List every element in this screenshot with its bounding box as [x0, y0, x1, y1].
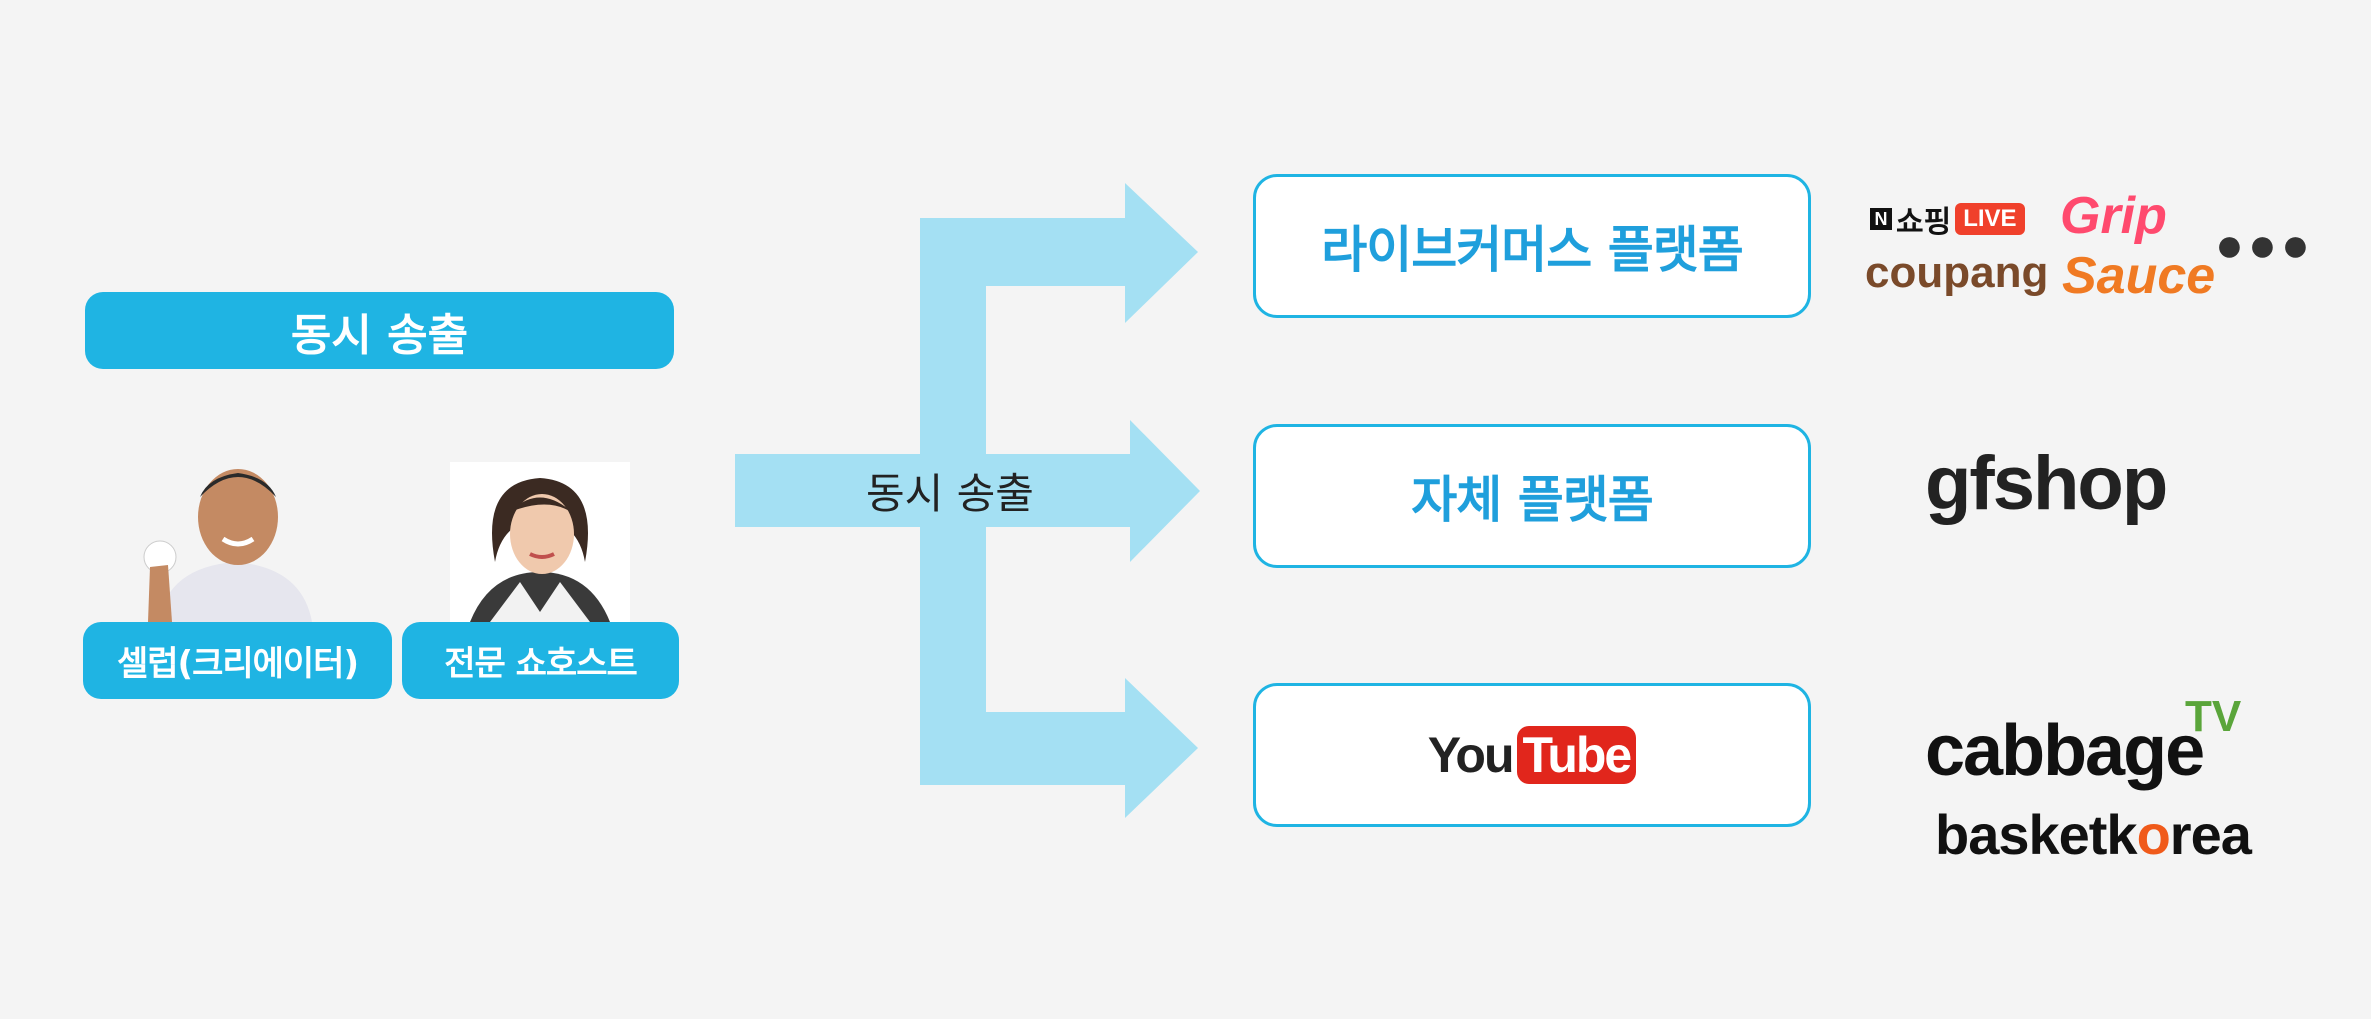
- naver-shopping-text: 쇼핑: [1896, 206, 1952, 239]
- show-host-photo: [450, 462, 630, 622]
- sauce-logo: Sauce: [2062, 247, 2216, 305]
- professional-show-host-label: 전문 쇼호스트: [402, 622, 679, 699]
- flow-label: 동시 송출: [866, 469, 1034, 518]
- own-platform-label: 자체 플랫폼: [1411, 471, 1653, 529]
- bottom-branch-shaft: [920, 712, 1130, 785]
- simultaneous-broadcast-title: 동시 송출: [85, 292, 674, 369]
- basketkorea-logo: basketkorea: [1935, 802, 2252, 867]
- cabbage-tv-badge: TV: [2185, 692, 2242, 741]
- middle-arrow-head: [1130, 420, 1200, 562]
- basket-text-post: rea: [2169, 803, 2252, 866]
- trunk-vertical: [920, 218, 986, 785]
- basket-text-pre: basketk: [1935, 803, 2138, 866]
- live-commerce-platform-box: 라이브커머스 플랫폼: [1253, 174, 1811, 318]
- grip-logo: Grip: [2060, 187, 2167, 245]
- own-platform-box: 자체 플랫폼: [1253, 424, 1811, 568]
- youtube-logo-you: You: [1427, 727, 1515, 783]
- celebrity-creator-label: 셀럽(크리에이터): [83, 622, 392, 699]
- naver-shopping-live-logo: N 쇼핑 LIVE: [1870, 197, 2025, 241]
- celebrity-photo: [128, 457, 342, 622]
- live-badge: LIVE: [1955, 203, 2025, 235]
- top-branch-shaft: [920, 218, 1130, 286]
- top-arrow-head: [1125, 183, 1198, 323]
- live-commerce-platform-label: 라이브커머스 플랫폼: [1321, 221, 1743, 279]
- coupang-logo: coupang: [1865, 248, 2049, 297]
- more-dots-icon: ●●●: [2215, 219, 2314, 272]
- basketball-icon: o: [2136, 803, 2171, 866]
- cabbage-tv-logo: cabbage: [1925, 711, 2205, 791]
- bottom-arrow-head: [1125, 678, 1198, 818]
- gfshop-logo: gfshop: [1925, 441, 2168, 526]
- youtube-logo-tube: Tube: [1516, 726, 1637, 784]
- naver-n-icon: N: [1870, 208, 1892, 230]
